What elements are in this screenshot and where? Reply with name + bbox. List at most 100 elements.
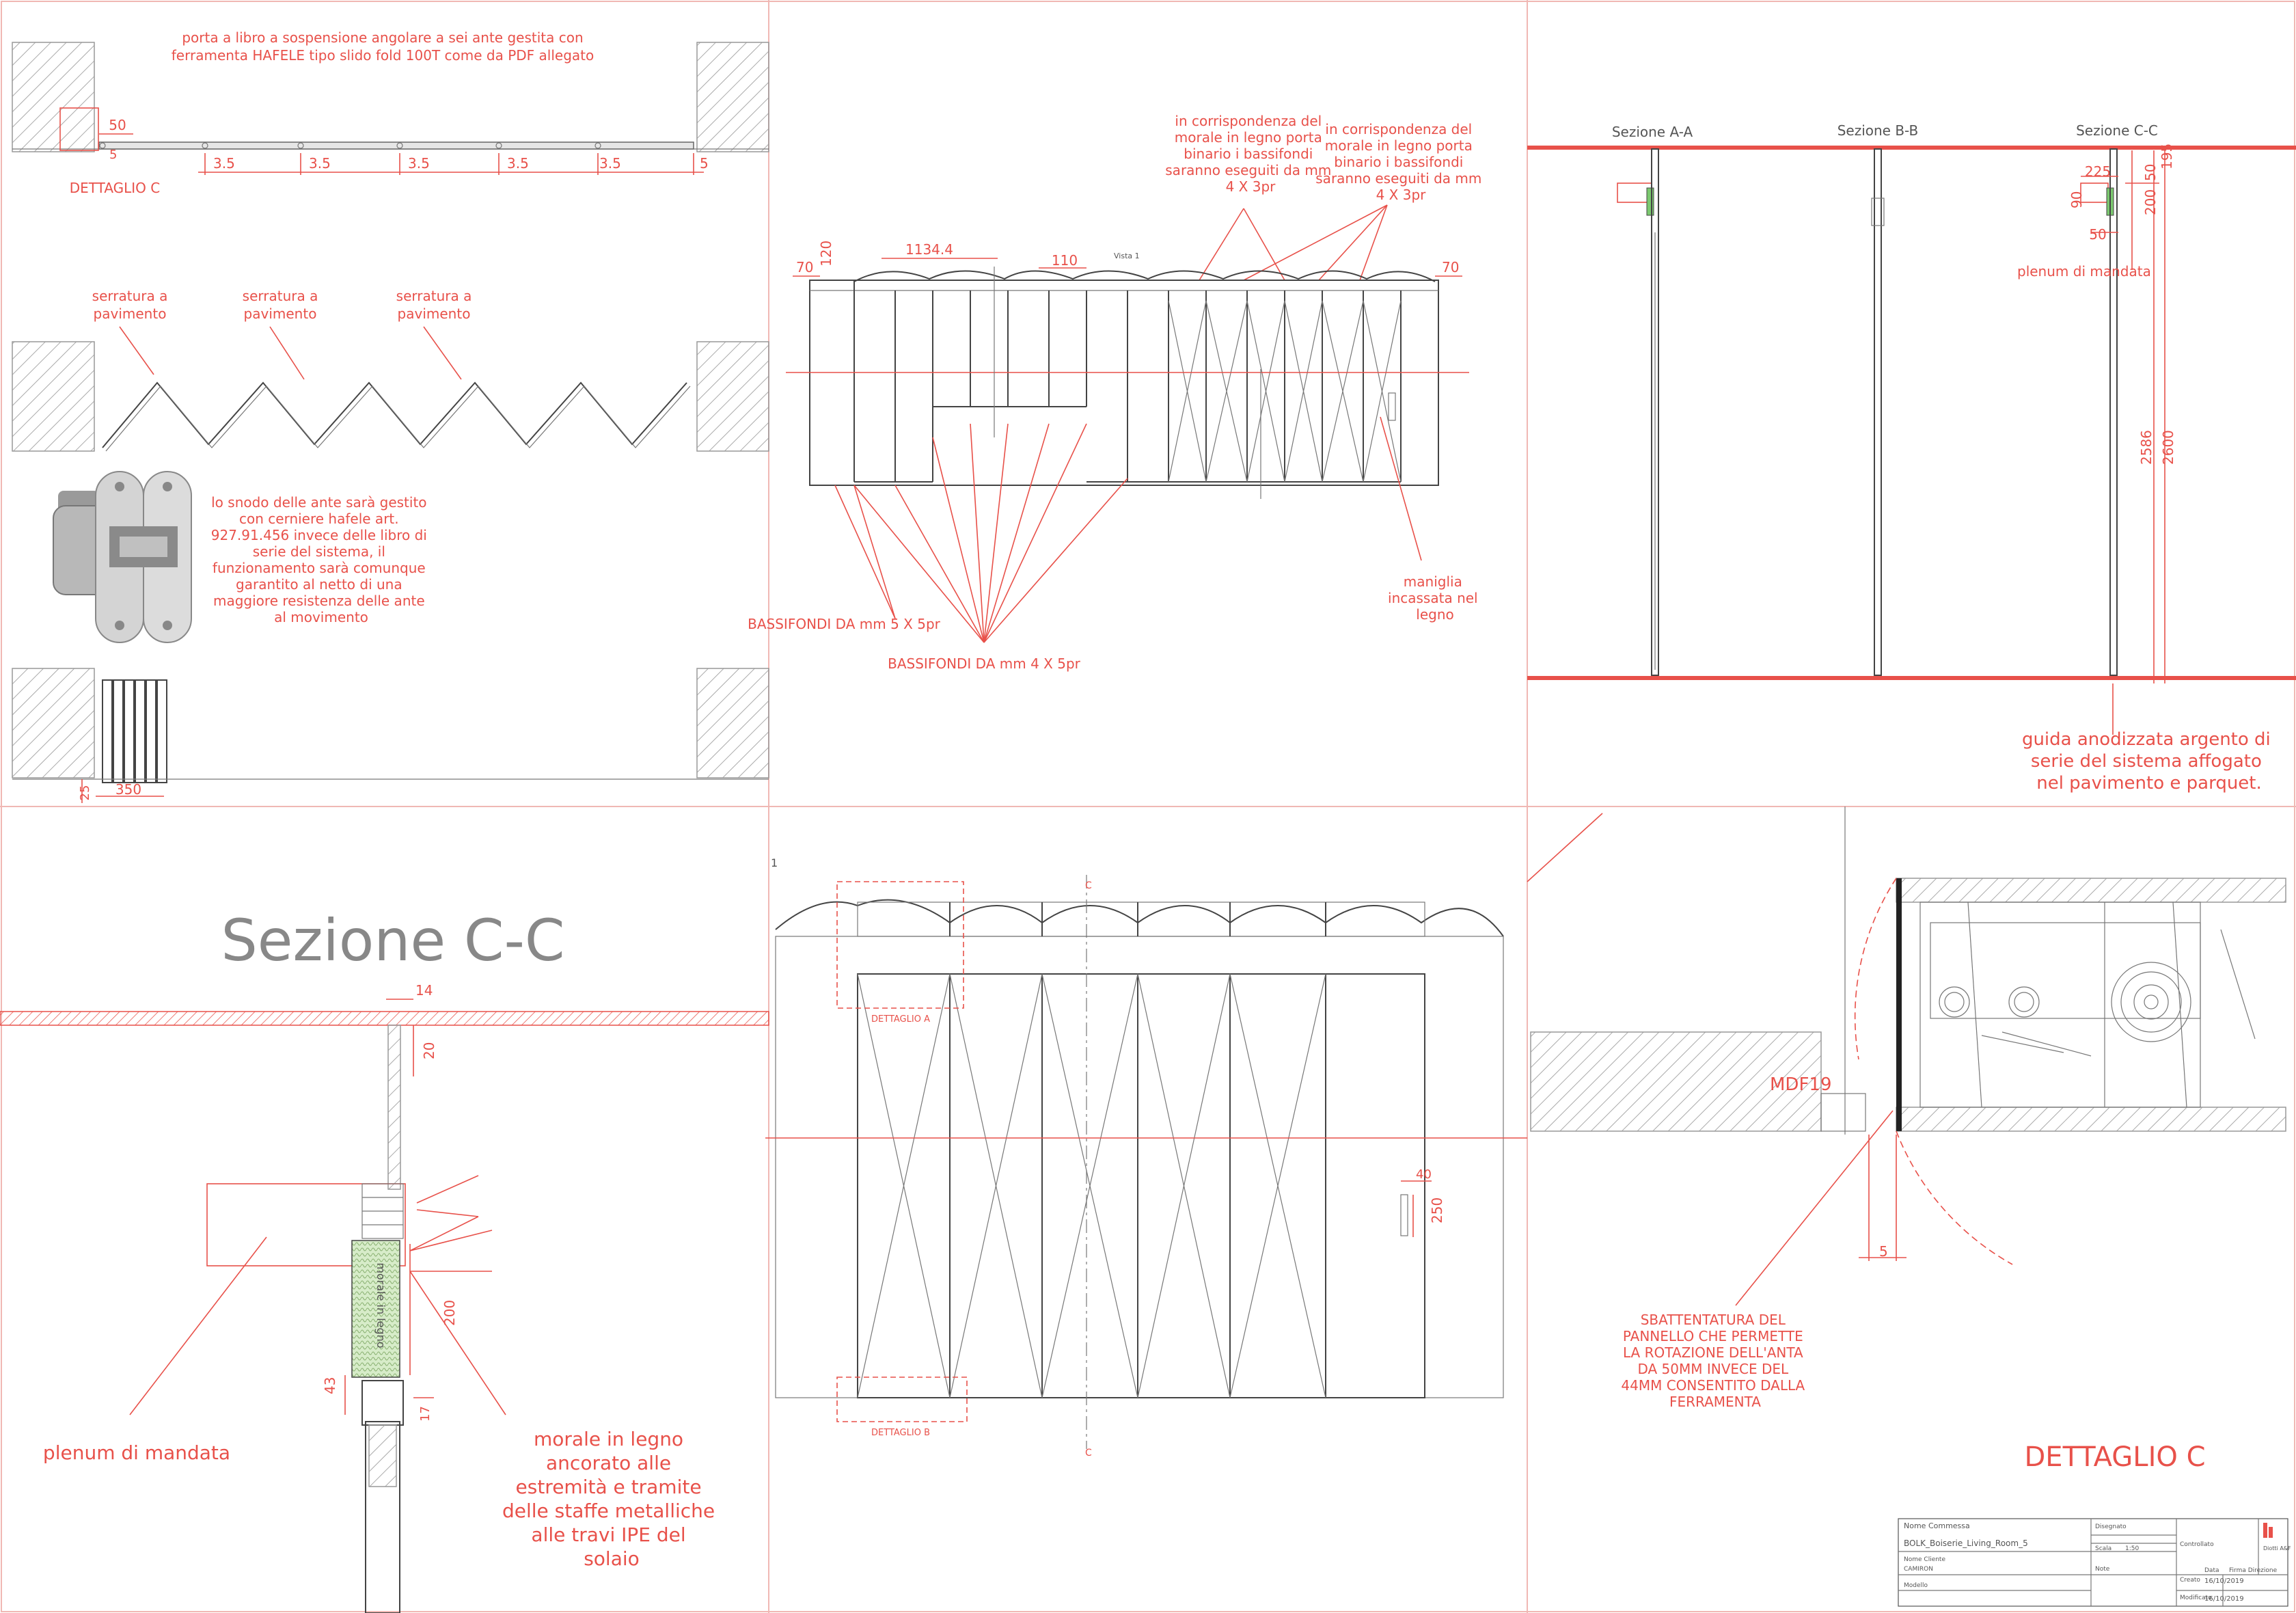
wall-left-bottom: [12, 668, 95, 778]
dim-3-5-c: 3.5: [408, 155, 430, 172]
lock-label-2b: pavimento: [244, 306, 317, 322]
dim-1134: 1134.4: [905, 241, 953, 258]
bassifondi-note-left: in corrispondenza del morale in legno po…: [1165, 113, 1335, 195]
wall-left-mid: [12, 341, 95, 452]
logo-text: Diotti A&F: [2263, 1545, 2291, 1551]
bassifondi-note-right: in corrispondenza del morale in legno po…: [1315, 121, 1486, 203]
dim-5: 5: [1879, 1243, 1888, 1260]
top-arches: [853, 270, 1436, 282]
mdf19-label: MDF19: [1770, 1074, 1832, 1095]
section-b-panel: [1874, 148, 1882, 676]
dim-17: 17: [418, 1406, 433, 1422]
detail-c-label: DETTAGLIO C: [70, 180, 161, 196]
dim-3-5-e: 3.5: [599, 155, 621, 172]
section-a-panel: [1651, 148, 1659, 676]
dim-40: 40: [1416, 1167, 1432, 1182]
panel-plan-top-left: porta a libro a sospensione angolare a s…: [12, 29, 769, 803]
dim-3-5-b: 3.5: [309, 155, 331, 172]
notes-label: Note: [2095, 1566, 2110, 1573]
model-label: Modello: [1904, 1582, 1928, 1589]
track-profile: [361, 1380, 404, 1426]
client-name: CAMIRON: [1904, 1566, 1933, 1573]
lock-label-3a: serratura a: [396, 288, 472, 304]
dim-200: 200: [2142, 189, 2159, 215]
panel-elevation-bottom-center: 1 C C DETTAGLIO A DETTAGLIO B: [765, 856, 1527, 1459]
dim-5-left: 5: [109, 148, 117, 162]
section-c-panel: [2109, 148, 2118, 676]
guide-note: guida anodizzata argento di serie del si…: [2022, 729, 2276, 794]
section-c-label: Sezione C-C: [2076, 122, 2158, 139]
dim-90: 90: [2068, 191, 2085, 208]
wood-beam-label: morale in legno: [374, 1262, 387, 1348]
lock-label-2a: serratura a: [243, 288, 318, 304]
checked-label: Controllato: [2180, 1541, 2214, 1548]
recessed-handle: [1388, 392, 1396, 421]
ceiling-slab: [0, 1011, 769, 1026]
dim-50-a: 50: [2142, 164, 2159, 181]
dim-70-left: 70: [796, 259, 813, 275]
detail-b-label: DETTAGLIO B: [871, 1428, 930, 1438]
wall-right-top: [696, 42, 769, 152]
bottom-arches: [775, 899, 1504, 937]
bassifondi-4x5-label: BASSIFONDI DA mm 4 X 5pr: [888, 655, 1081, 672]
company-logo: Diotti A&F: [2263, 1523, 2291, 1551]
detail-a-box: [836, 881, 964, 1009]
panel-elevation-top-center: in corrispondenza del morale in legno po…: [748, 113, 1486, 672]
wall-left-top: [12, 42, 95, 152]
plenum-label: plenum di mandata: [2017, 263, 2151, 280]
folding-door-note-line2: ferramenta HAFELE tipo slido fold 100T c…: [172, 47, 594, 64]
dim-195: 195: [2159, 144, 2175, 170]
dim-14: 14: [415, 982, 433, 999]
dim-50-b: 50: [2089, 226, 2106, 243]
dim-2600: 2600: [2160, 430, 2176, 465]
cut-c-top: C: [1085, 880, 1092, 891]
wall-right-bottom: [696, 668, 769, 778]
wood-beam: [351, 1240, 400, 1378]
section-cc-title: Sezione C-C: [221, 907, 564, 974]
plenum-duct: [206, 1183, 406, 1266]
wall-right-mid: [696, 341, 769, 452]
modified-date: 16/10/2019: [2204, 1595, 2244, 1603]
title-block: Nome Commessa BOLK_Boiserie_Living_Room_…: [1898, 1518, 2291, 1607]
dim-120: 120: [818, 241, 834, 267]
modified-label: Modificato: [2180, 1595, 2212, 1601]
project-name: BOLK_Boiserie_Living_Room_5: [1904, 1539, 2028, 1548]
dim-225: 225: [2085, 163, 2111, 180]
detail-c-title: DETTAGLIO C: [2025, 1441, 2206, 1473]
lock-label-3b: pavimento: [398, 306, 471, 322]
door-panel-section: [365, 1421, 400, 1613]
dim-350: 350: [115, 781, 141, 798]
bassifondi-5x5-label: BASSIFONDI DA mm 5 X 5pr: [748, 616, 941, 632]
panel-sections-top-right: Sezione A-A Sezione B-B Sezione C-C 225 …: [1527, 122, 2296, 794]
detail-b-box: [836, 1377, 968, 1422]
dim-3-5-a: 3.5: [213, 155, 235, 172]
date-label: Data: [2204, 1567, 2219, 1574]
dim-110: 110: [1052, 252, 1078, 269]
dim-20: 20: [421, 1042, 437, 1059]
client-label: Nome Cliente: [1904, 1556, 1945, 1563]
section-b-label: Sezione B-B: [1837, 122, 1919, 139]
scale-label: Scala: [2095, 1545, 2112, 1552]
beam-anchor-note: morale in legno ancorato alle estremità …: [502, 1428, 721, 1570]
wall-section: [1530, 1031, 1822, 1132]
detail-c-note: SBATTENTATURA DEL PANNELLO CHE PERMETTE …: [1621, 1312, 1809, 1410]
project-name-label: Nome Commessa: [1904, 1521, 1970, 1530]
track-plan: [98, 141, 694, 150]
folding-door-note-line1: porta a libro a sospensione angolare a s…: [182, 29, 583, 46]
dim-2586: 2586: [2138, 430, 2155, 465]
dim-3-5-d: 3.5: [507, 155, 529, 172]
cut-c-bottom: C: [1085, 1448, 1092, 1459]
hinge-photo: [53, 471, 192, 643]
lock-label-1b: pavimento: [94, 306, 167, 322]
handle-note: maniglia incassata nel legno: [1388, 573, 1482, 623]
vertical-rail: [387, 1025, 401, 1190]
created-date: 16/10/2019: [2204, 1577, 2244, 1585]
door-frame-elevation: [809, 280, 1439, 486]
dim-70-right: 70: [1442, 259, 1459, 275]
folded-panels-zigzag: [102, 381, 687, 448]
drawn-by-label: Disegnato: [2095, 1523, 2127, 1530]
section-a-label: Sezione A-A: [1612, 124, 1693, 140]
stacked-panels: [102, 679, 167, 783]
